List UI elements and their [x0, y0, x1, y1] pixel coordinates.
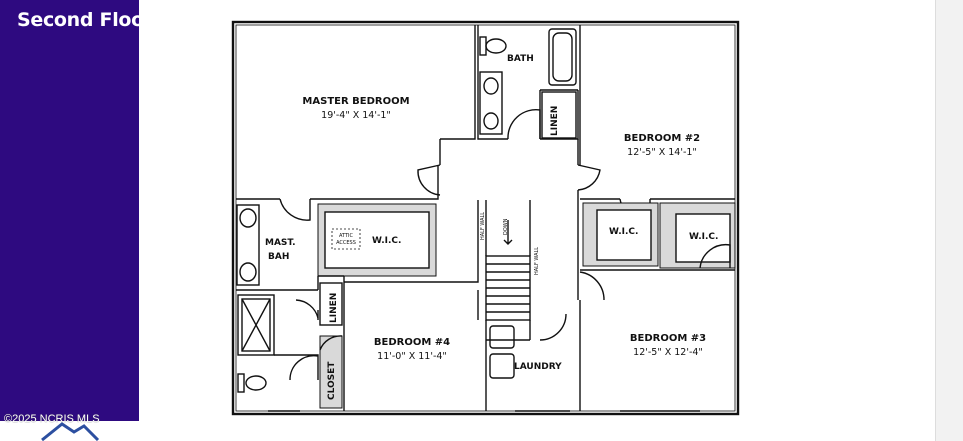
- linen-top-label: LINEN: [550, 106, 560, 136]
- sidebar-panel: [0, 0, 139, 421]
- hall-wall: [439, 139, 579, 300]
- mast-bath-label-1: MAST.: [265, 238, 296, 248]
- shower: [237, 294, 275, 356]
- bedroom2-dims: 12'-5" X 14'-1": [627, 147, 697, 158]
- bedroom4-label: BEDROOM #4: [374, 337, 450, 348]
- attic-access: [331, 228, 361, 250]
- wic-bed3-label: W.I.C.: [689, 232, 718, 242]
- copyright-text: ©2025 NCRIS MLS: [4, 413, 100, 425]
- master-bedroom-dims: 19'-4" X 14'-1": [321, 110, 391, 121]
- bedroom3-wall: [579, 269, 735, 411]
- closet-label: CLOSET: [327, 361, 337, 400]
- laundry-wall: [485, 320, 531, 411]
- bedroom2-label: BEDROOM #2: [624, 133, 700, 144]
- bedroom3-label: BEDROOM #3: [630, 333, 706, 344]
- bedroom2-wall: [579, 25, 735, 200]
- half-wall-left-label: HALF WALL: [480, 212, 486, 240]
- dryer: [489, 353, 515, 379]
- half-wall-right-label: HALF WALL: [534, 247, 540, 275]
- wic-master-label: W.I.C.: [372, 236, 401, 246]
- toilet: [485, 38, 507, 54]
- attic-label-2: ACCESS: [336, 240, 356, 246]
- bedroom4-wall: [318, 265, 479, 411]
- attic-label-1: ATTIC: [339, 233, 354, 239]
- bedroom3-dims: 12'-5" X 12'-4": [633, 347, 703, 358]
- master-bedroom-wall: [236, 25, 476, 200]
- toilet-mast: [245, 375, 267, 391]
- window: [232, 21, 739, 412]
- linen-closet-mid: [319, 282, 343, 326]
- bathtub: [548, 28, 577, 86]
- floor-title: Second Floor: [17, 9, 153, 31]
- right-scroll-strip: [935, 0, 963, 441]
- linen-mid-label: LINEN: [329, 293, 339, 323]
- mls-logo-icon: [41, 422, 100, 441]
- washer: [489, 325, 515, 349]
- exterior-wall: [231, 20, 740, 416]
- door-swing: [417, 164, 441, 196]
- bedroom4-dims: 11'-0" X 11'-4": [377, 351, 447, 362]
- stair-down-label: DOWN: [503, 218, 509, 235]
- linen-closet-top: [541, 91, 577, 139]
- mast-vanity: [236, 204, 260, 286]
- bath-wall: [477, 25, 579, 140]
- closet: [319, 335, 343, 409]
- master-bedroom-label: MASTER BEDROOM: [302, 96, 409, 107]
- bath-label: BATH: [507, 54, 534, 64]
- mast-bath-wall: [236, 276, 319, 320]
- laundry-label: LAUNDRY: [514, 362, 562, 372]
- wic-bed2-label: W.I.C.: [609, 227, 638, 237]
- mast-bath-label-2: BAH: [268, 252, 289, 262]
- vanity: [479, 71, 503, 135]
